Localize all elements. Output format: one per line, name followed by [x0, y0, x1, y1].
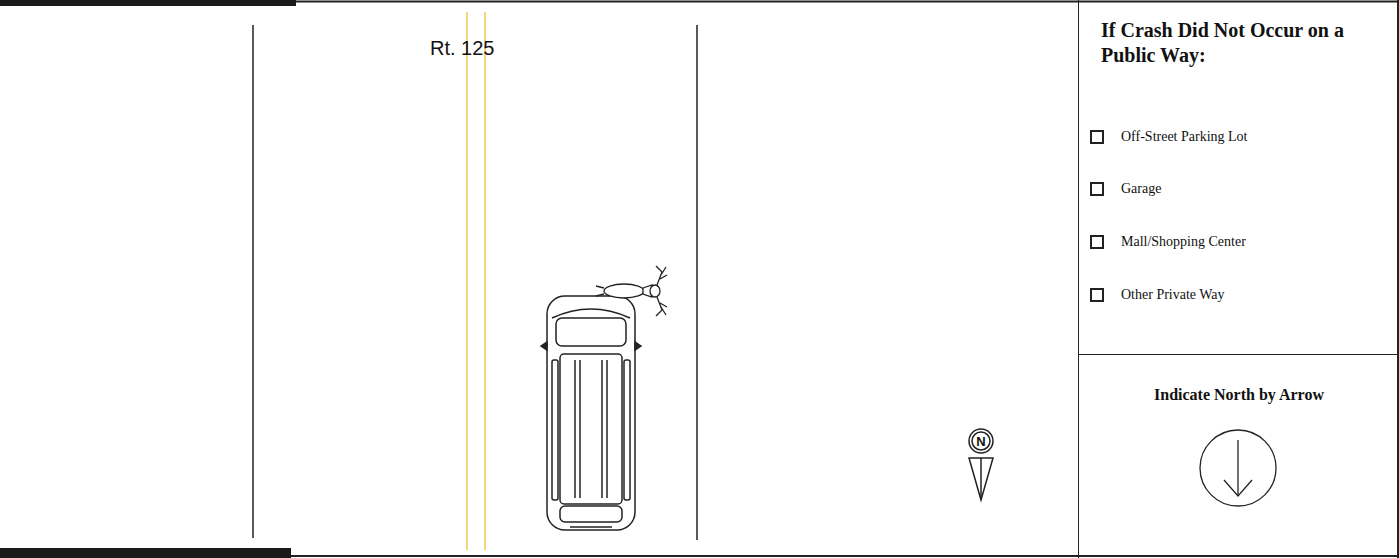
frame-bar [0, 0, 296, 6]
center-line [484, 12, 486, 550]
frame-line [291, 555, 1399, 557]
road-name: Rt. 125 [430, 38, 494, 58]
road-edge [252, 25, 254, 538]
checkbox-option: Off-Street Parking Lot [1121, 129, 1248, 145]
frame-line [296, 1, 1399, 3]
panel-heading: Indicate North by Arrow [1079, 386, 1399, 404]
frame-bar [0, 548, 291, 558]
checkbox [1091, 131, 1103, 301]
deer [596, 266, 667, 316]
frame-line [1397, 0, 1399, 558]
panel-heading: If Crash Did Not Occur on a Public Way: [1101, 18, 1391, 68]
checkbox-option: Other Private Way [1121, 287, 1225, 303]
vehicle [541, 296, 641, 530]
road-edge [696, 25, 698, 540]
north-indicator [1200, 430, 1276, 506]
center-line [466, 12, 468, 550]
checkbox-option: Mall/Shopping Center [1121, 234, 1246, 250]
north-symbol [969, 429, 993, 500]
checkbox-option: Garage [1121, 181, 1161, 197]
north-panel: Indicate North by Arrow [1078, 355, 1399, 558]
panel-box: If Crash Did Not Occur on a Public Way: O… [1078, 0, 1399, 355]
north-letter: N [976, 435, 985, 448]
